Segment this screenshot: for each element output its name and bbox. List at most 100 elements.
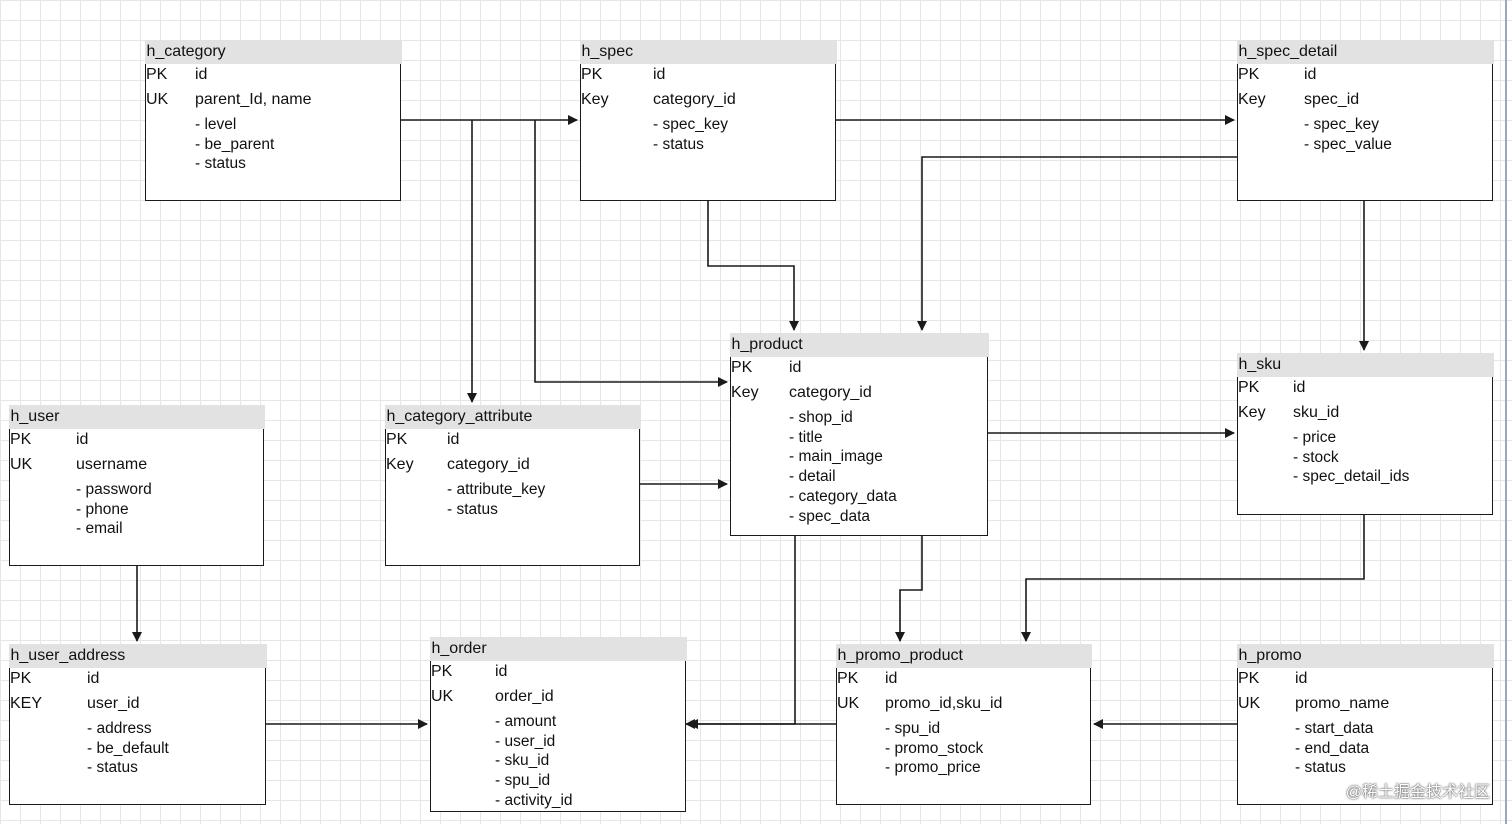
key-column: promo_id,sku_id (885, 695, 1003, 712)
key-column: parent_Id, name (195, 91, 312, 108)
key-type: PK (431, 663, 453, 680)
field-item: - title (789, 428, 823, 446)
relation-h-product-to-h-promo-product (895, 536, 923, 642)
key-column: id (885, 670, 898, 687)
key-column: category_id (789, 384, 872, 401)
field-item: - be_parent (195, 135, 275, 153)
field-item: - category_data (789, 487, 897, 505)
field-item: - end_data (1295, 739, 1370, 757)
key-column: username (76, 456, 148, 473)
field-item: - level (195, 116, 237, 133)
key-type: Key (1238, 91, 1266, 108)
key-type: PK (1238, 379, 1260, 396)
key-column: id (1295, 670, 1308, 687)
key-type: Key (731, 384, 759, 401)
field-item: - activity_id (495, 791, 573, 809)
key-column: user_id (87, 695, 140, 712)
field-item: - spec_data (789, 507, 870, 525)
key-type: PK (10, 431, 32, 448)
field-item: - main_image (789, 448, 883, 466)
key-column: id (1293, 379, 1306, 396)
table-title: h_promo (1236, 643, 1494, 668)
key-column: id (195, 66, 208, 83)
field-item: - user_id (495, 732, 556, 750)
key-type: Key (386, 456, 414, 473)
key-column: id (653, 66, 666, 83)
field-item: - be_default (87, 739, 169, 757)
key-column: id (789, 359, 802, 376)
table-title: h_category (144, 39, 402, 64)
field-item: - spec_detail_ids (1293, 468, 1410, 486)
field-item: - status (447, 500, 498, 518)
table-title: h_product (729, 332, 989, 357)
field-item: - status (653, 135, 704, 153)
field-item: - status (195, 155, 246, 173)
key-column: promo_name (1295, 695, 1390, 712)
relation-h-sku-to-h-promo-product (1021, 515, 1365, 642)
field-item: - promo_stock (885, 739, 984, 757)
key-column: spec_id (1304, 91, 1360, 108)
frame-right-line (1505, 0, 1507, 824)
table-title: h_order (429, 636, 687, 661)
key-type: PK (386, 431, 408, 448)
key-column: id (447, 431, 460, 448)
field-item: - attribute_key (447, 481, 546, 498)
table-title: h_promo_product (835, 643, 1092, 668)
key-column: category_id (653, 91, 736, 108)
field-item: - price (1293, 429, 1337, 446)
key-type: PK (581, 66, 603, 83)
key-type: UK (1238, 695, 1261, 712)
table-title: h_sku (1236, 352, 1494, 377)
key-type: PK (731, 359, 753, 376)
field-item: - spu_id (495, 772, 551, 790)
field-item: - password (76, 481, 152, 498)
field-item: - status (87, 759, 138, 777)
key-column: order_id (495, 688, 554, 705)
field-item: - sku_id (495, 752, 550, 770)
key-type: PK (146, 66, 168, 83)
key-type: Key (1238, 404, 1266, 421)
field-item: - spec_value (1304, 135, 1392, 153)
key-column: id (76, 431, 89, 448)
key-column: id (495, 663, 508, 680)
field-item: - promo_price (885, 759, 981, 777)
table-title: h_spec_detail (1236, 39, 1494, 64)
source-watermark: @稀土掘金技术社区 (1345, 784, 1490, 801)
relation-h-product-to-h-order (685, 536, 796, 729)
table-title: h_user_address (8, 643, 267, 668)
field-item: - shop_id (789, 409, 853, 426)
relation-h-spec-detail-to-h-product (917, 156, 1237, 331)
field-item: - detail (789, 468, 836, 486)
table-title: h_user (8, 404, 265, 429)
key-type: UK (837, 695, 860, 712)
field-item: - spu_id (885, 720, 941, 737)
key-type: PK (1238, 66, 1260, 83)
table-title: h_category_attribute (384, 404, 641, 429)
field-item: - phone (76, 500, 129, 518)
key-column: category_id (447, 456, 530, 473)
key-type: UK (10, 456, 33, 473)
field-item: - amount (495, 713, 557, 730)
relation-h-category-to-h-product (534, 120, 728, 387)
key-column: sku_id (1293, 404, 1340, 421)
relation-h-spec-to-h-product (707, 201, 799, 331)
key-type: PK (1238, 670, 1260, 687)
field-item: - address (87, 720, 152, 737)
key-type: UK (431, 688, 454, 705)
field-item: - status (1295, 759, 1346, 777)
key-type: PK (837, 670, 859, 687)
key-type: KEY (10, 695, 43, 712)
